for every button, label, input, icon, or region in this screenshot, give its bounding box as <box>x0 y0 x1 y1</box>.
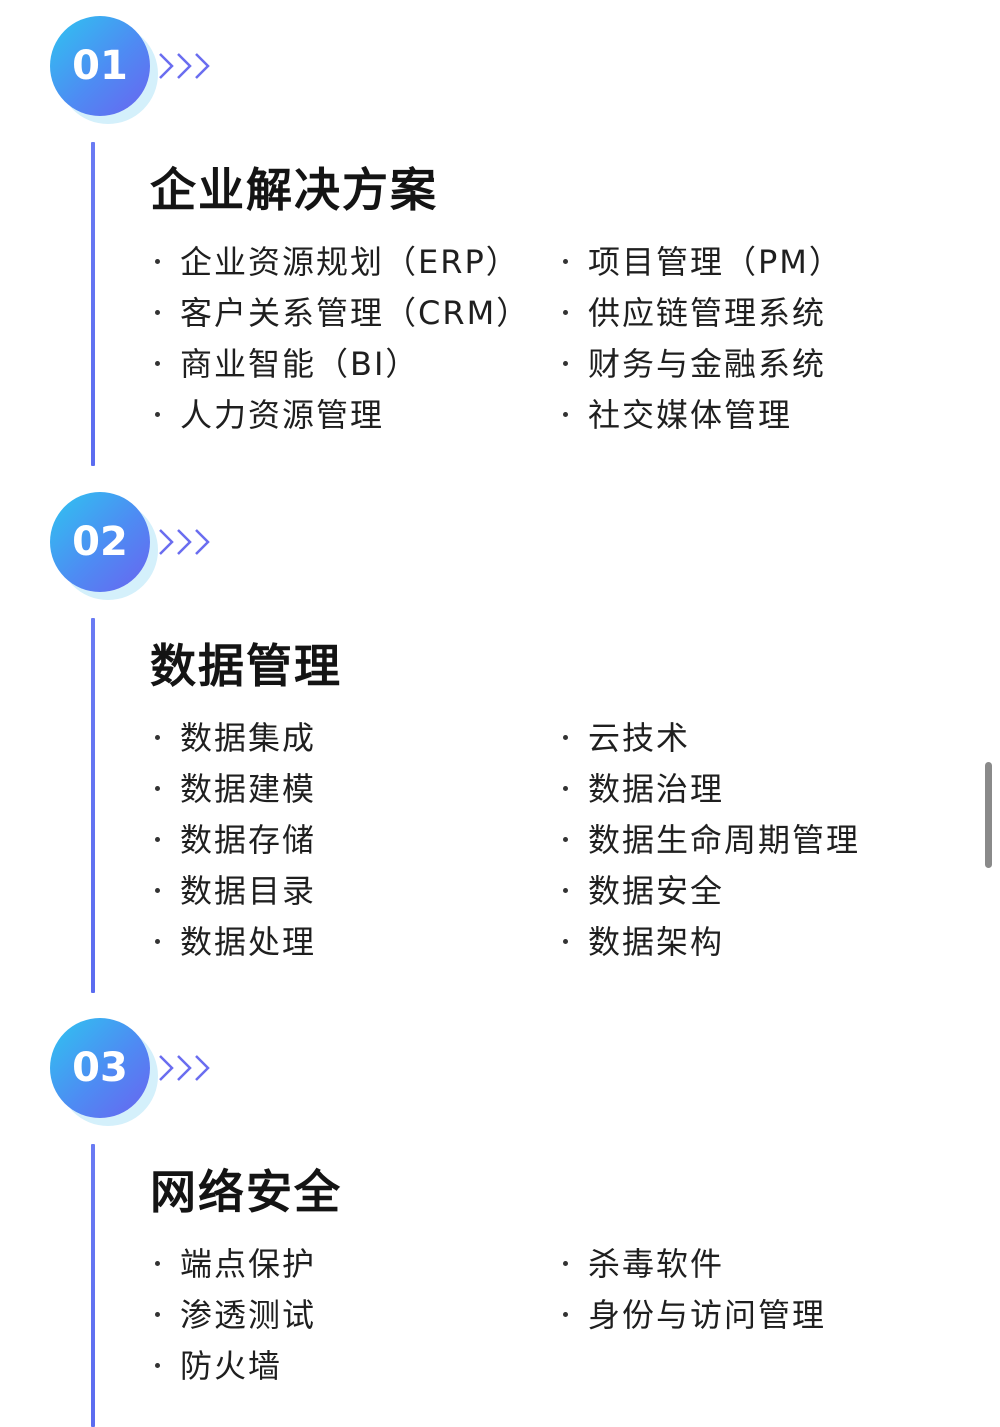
section-number-badge: 03 <box>50 1018 150 1118</box>
list-item: 杀毒软件 <box>563 1242 724 1286</box>
bullet-dot-icon <box>155 1362 160 1368</box>
list-item: 数据生命周期管理 <box>563 818 860 862</box>
list-item: 云技术 <box>563 716 690 760</box>
bullet-dot-icon <box>563 734 568 740</box>
bullet-dot-icon <box>563 1311 568 1317</box>
bullet-dot-icon <box>563 411 568 417</box>
section-number-badge: 01 <box>50 16 150 116</box>
bullet-dot-icon <box>563 258 568 264</box>
bullet-dot-icon <box>563 887 568 893</box>
list-item: 数据建模 <box>155 767 316 811</box>
section-title: 网络安全 <box>150 1165 342 1219</box>
bullet-dot-icon <box>155 258 160 264</box>
list-item: 数据治理 <box>563 767 724 811</box>
list-item: 数据存储 <box>155 818 316 862</box>
bullet-dot-icon <box>155 1311 160 1317</box>
timeline-line <box>91 1144 95 1427</box>
list-item: 财务与金融系统 <box>563 342 826 386</box>
triple-chevron-right-icon <box>159 1055 210 1081</box>
bullet-dot-icon <box>563 836 568 842</box>
section-title: 企业解决方案 <box>150 163 438 217</box>
list-item: 项目管理（PM） <box>563 240 843 284</box>
bullet-dot-icon <box>563 938 568 944</box>
list-item: 数据处理 <box>155 920 316 964</box>
list-item: 供应链管理系统 <box>563 291 826 335</box>
list-item: 渗透测试 <box>155 1293 316 1337</box>
bullet-dot-icon <box>563 309 568 315</box>
list-item: 客户关系管理（CRM） <box>155 291 530 335</box>
list-item: 企业资源规划（ERP） <box>155 240 520 284</box>
timeline-line <box>91 618 95 993</box>
bullet-dot-icon <box>155 938 160 944</box>
list-item: 数据目录 <box>155 869 316 913</box>
timeline-line <box>91 142 95 466</box>
bullet-dot-icon <box>155 785 160 791</box>
list-item: 人力资源管理 <box>155 393 384 437</box>
bullet-dot-icon <box>563 360 568 366</box>
section-number-badge: 02 <box>50 492 150 592</box>
list-item: 商业智能（BI） <box>155 342 419 386</box>
bullet-dot-icon <box>155 1260 160 1266</box>
bullet-dot-icon <box>155 734 160 740</box>
list-item: 端点保护 <box>155 1242 316 1286</box>
list-item: 社交媒体管理 <box>563 393 792 437</box>
list-item: 数据集成 <box>155 716 316 760</box>
triple-chevron-right-icon <box>159 529 210 555</box>
vertical-scrollbar[interactable] <box>985 762 992 868</box>
bullet-dot-icon <box>563 785 568 791</box>
triple-chevron-right-icon <box>159 53 210 79</box>
bullet-dot-icon <box>155 887 160 893</box>
bullet-dot-icon <box>155 411 160 417</box>
bullet-dot-icon <box>563 1260 568 1266</box>
bullet-dot-icon <box>155 360 160 366</box>
list-item: 数据安全 <box>563 869 724 913</box>
section-title: 数据管理 <box>150 639 342 693</box>
list-item: 身份与访问管理 <box>563 1293 826 1337</box>
list-item: 防火墙 <box>155 1344 282 1388</box>
bullet-dot-icon <box>155 836 160 842</box>
bullet-dot-icon <box>155 309 160 315</box>
list-item: 数据架构 <box>563 920 724 964</box>
